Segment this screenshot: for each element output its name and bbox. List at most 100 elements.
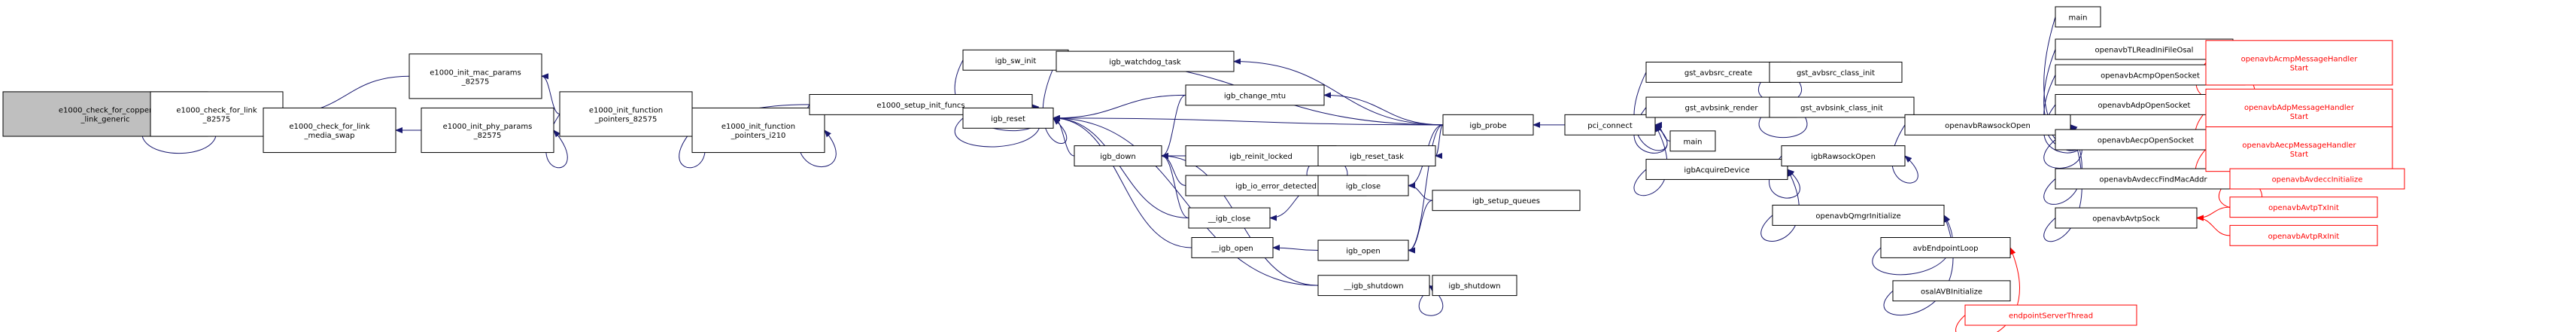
node-label: openavbAcmpMessageHandler — [2241, 55, 2359, 63]
node-n48[interactable]: openavbAvdeccInitialize — [2229, 168, 2405, 190]
edge-n11-to-n10 — [1042, 61, 1068, 144]
node-n35[interactable]: osalAVBInitialize — [1892, 280, 2011, 302]
node-n17[interactable]: __igb_open — [1191, 237, 1274, 258]
node-box — [1432, 190, 1581, 212]
node-n14[interactable]: igb_reinit_locked — [1185, 145, 1337, 166]
edge-n29-to-n28 — [1758, 106, 1808, 139]
node-box — [1317, 145, 1436, 166]
node-label: openavbAdpMessageHandler — [2244, 104, 2355, 112]
edge-n24-to-n10 — [1053, 114, 1444, 126]
edge-n12-to-n10 — [1053, 94, 1186, 121]
node-box — [2055, 38, 2234, 60]
node-n7[interactable]: e1000_init_function_pointers_i210 — [691, 107, 825, 154]
node-label: openavbAecpOpenSocket — [2098, 137, 2194, 145]
node-n31[interactable]: igbAcquireDevice — [1645, 159, 1788, 180]
node-label: openavbAvdeccInitialize — [2272, 176, 2363, 184]
node-n16[interactable]: __igb_close — [1188, 207, 1271, 229]
node-n33[interactable]: openavbQmgrInitialize — [1772, 204, 1945, 226]
edge-n24-to-n20 — [1408, 124, 1444, 254]
node-label: igbRawsockOpen — [1811, 153, 1876, 161]
node-box — [409, 53, 542, 99]
edge-n22-to-n19 — [1408, 182, 1433, 201]
edge-n49-to-n44 — [2196, 206, 2231, 221]
node-n24[interactable]: igb_probe — [1442, 114, 1534, 136]
node-n38[interactable]: main — [2055, 6, 2101, 28]
node-n11[interactable]: igb_watchdog_task — [1056, 50, 1235, 72]
node-n37[interactable]: openavbRawsockOpen — [1904, 114, 2071, 136]
node-box — [2205, 88, 2393, 134]
node-n25[interactable]: pci_connect — [1564, 114, 1656, 136]
node-n18[interactable]: igb_reset_task — [1317, 145, 1436, 166]
nodes-layer: e1000_check_for_copper_link_generice1000… — [2, 6, 2405, 326]
node-box — [1188, 207, 1271, 229]
node-label: _82575 — [202, 115, 231, 123]
node-n4[interactable]: e1000_check_for_link_media_swap — [263, 107, 396, 154]
node-box — [2055, 6, 2101, 28]
node-n39[interactable]: openavbTLReadIniFileOsal — [2055, 38, 2234, 60]
node-box — [1964, 304, 2137, 326]
node-n26[interactable]: gst_avbsrc_create — [1645, 61, 1791, 83]
node-n30[interactable]: main — [1669, 130, 1716, 152]
node-label: igb_down — [1100, 153, 1135, 161]
node-label: e1000_check_for_copper — [59, 106, 153, 114]
node-box — [2229, 196, 2378, 218]
node-n36[interactable]: endpointServerThread — [1964, 304, 2137, 326]
node-label: __igb_shutdown — [1343, 282, 1403, 291]
node-n50[interactable]: openavbAvtpRxInit — [2229, 224, 2378, 246]
node-label: igb_shutdown — [1448, 282, 1500, 291]
node-n5[interactable]: e1000_init_phy_params_82575 — [421, 107, 554, 154]
node-box — [1185, 145, 1337, 166]
node-n9[interactable]: igb_sw_init — [962, 49, 1069, 71]
node-box — [1645, 61, 1791, 83]
node-label: _82575 — [473, 132, 502, 140]
node-box — [1772, 204, 1945, 226]
node-box — [1880, 237, 2011, 258]
node-label: gst_avbsink_class_init — [1800, 105, 1883, 113]
node-n34[interactable]: avbEndpointLoop — [1880, 237, 2011, 258]
node-label: endpointServerThread — [2009, 312, 2093, 321]
node-box — [2229, 224, 2378, 246]
node-label: openavbAvtpRxInit — [2268, 233, 2340, 241]
node-label: __igb_open — [1211, 245, 1253, 253]
edge-n17-to-n10 — [1053, 114, 1192, 248]
node-box — [1317, 175, 1409, 196]
node-label: Start — [2290, 151, 2309, 159]
node-n32[interactable]: igbRawsockOpen — [1781, 145, 1906, 166]
node-label: igbAcquireDevice — [1684, 166, 1749, 175]
node-label: main — [2069, 14, 2088, 22]
node-n29[interactable]: gst_avbsink_class_init — [1769, 96, 1915, 118]
node-label: _82575 — [461, 78, 490, 86]
node-label: igb_reinit_locked — [1229, 153, 1293, 161]
node-box — [263, 107, 396, 154]
node-n21[interactable]: __igb_shutdown — [1317, 275, 1430, 297]
node-n10[interactable]: igb_reset — [962, 107, 1054, 129]
node-n49[interactable]: openavbAvtpTxInit — [2229, 196, 2378, 218]
node-n44[interactable]: openavbAvtpSock — [2055, 207, 2198, 229]
edge-n16-to-n13 — [1161, 153, 1189, 219]
edge-n43-to-n37 — [2043, 123, 2082, 205]
node-n20[interactable]: igb_open — [1317, 239, 1409, 261]
node-label: igb_probe — [1469, 122, 1506, 130]
node-n6[interactable]: e1000_init_function_pointers_82575 — [559, 91, 693, 137]
node-n2[interactable]: e1000_check_for_link_82575 — [150, 91, 284, 137]
node-box — [2055, 207, 2198, 229]
node-box — [2205, 126, 2393, 172]
node-n22[interactable]: igb_setup_queues — [1432, 190, 1581, 212]
node-label: Start — [2290, 64, 2309, 72]
node-n13[interactable]: igb_down — [1074, 145, 1162, 166]
node-n27[interactable]: gst_avbsrc_class_init — [1769, 61, 1903, 83]
node-n19[interactable]: igb_close — [1317, 175, 1409, 196]
node-label: avbEndpointLoop — [1913, 245, 1979, 253]
node-label: __igb_close — [1208, 215, 1250, 224]
node-label: gst_avbsink_render — [1685, 105, 1759, 113]
node-label: igb_setup_queues — [1472, 197, 1540, 206]
edge-n31-to-n25 — [1633, 123, 1668, 196]
node-n41[interactable]: openavbAdpOpenSocket — [2055, 93, 2234, 115]
node-n3[interactable]: e1000_init_mac_params_82575 — [409, 53, 542, 99]
node-n23[interactable]: igb_shutdown — [1432, 275, 1517, 297]
node-n12[interactable]: igb_change_mtu — [1185, 84, 1325, 106]
node-label: openavbTLReadIniFileOsal — [2095, 46, 2194, 54]
